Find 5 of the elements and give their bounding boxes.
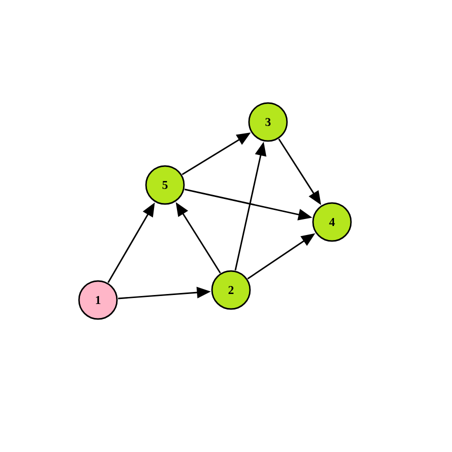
graph-node: 4 xyxy=(312,202,352,242)
graph-node: 2 xyxy=(211,270,251,310)
graph-node: 3 xyxy=(248,102,288,142)
graph-node: 1 xyxy=(78,280,118,320)
graph-node: 5 xyxy=(145,165,185,205)
